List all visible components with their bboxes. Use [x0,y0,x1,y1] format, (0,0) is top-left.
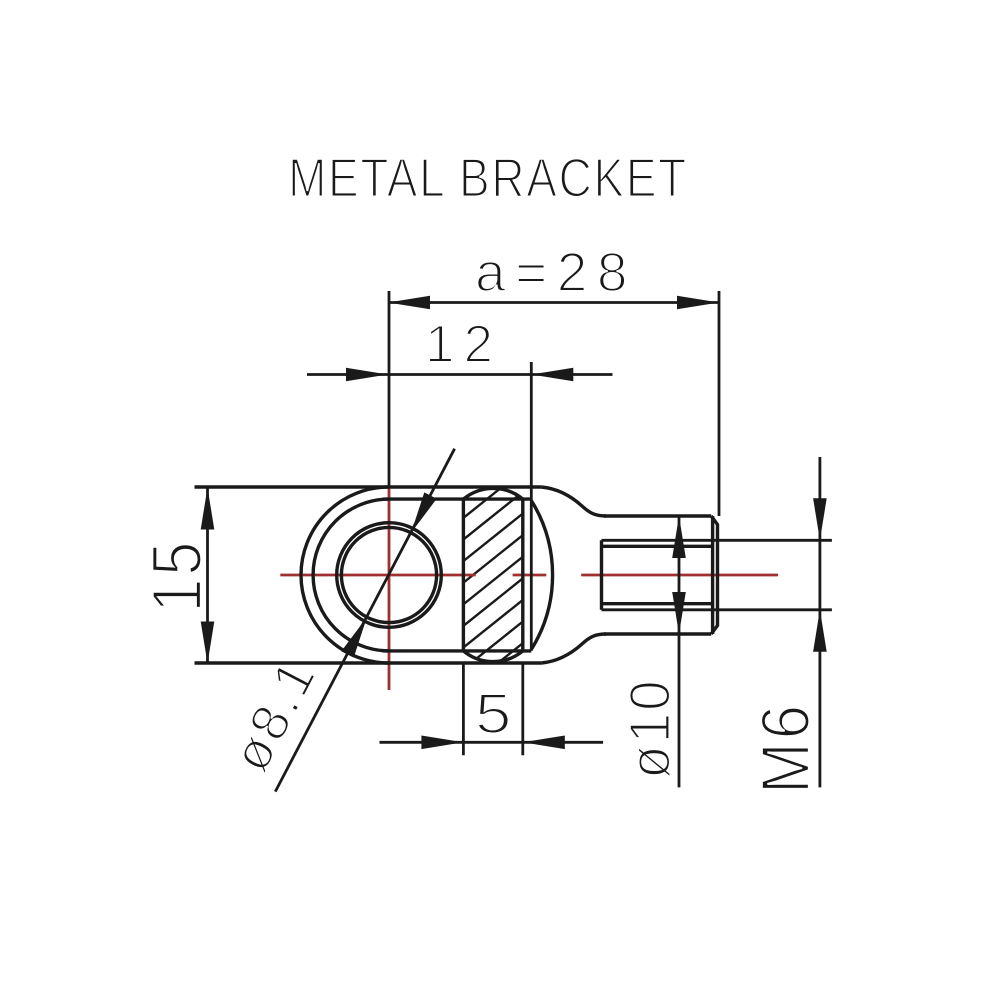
svg-text:M6: M6 [747,702,823,794]
svg-text:a=28: a=28 [475,241,637,303]
svg-text:12: 12 [425,315,502,374]
svg-text:5: 5 [475,682,511,746]
svg-text:METAL BRACKET: METAL BRACKET [288,147,688,209]
svg-text:15: 15 [137,539,216,613]
svg-text:ø10: ø10 [617,678,682,779]
